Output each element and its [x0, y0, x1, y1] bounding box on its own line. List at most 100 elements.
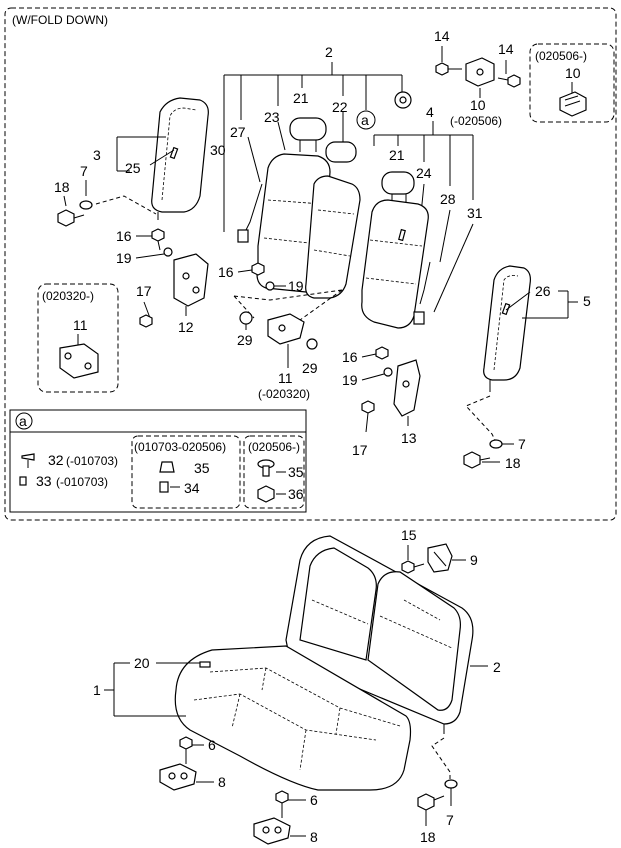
legend-item-34: 34	[159, 480, 200, 496]
callout-18-left: 18	[54, 179, 70, 195]
callout-19-mid: 19	[288, 278, 304, 294]
callout-25: 25	[125, 160, 141, 176]
legend-group-mid	[131, 435, 241, 509]
callout-26: 26	[535, 283, 551, 299]
legend-item-35-mid: 35	[159, 460, 210, 476]
bracket-10-b	[559, 82, 587, 117]
callout-9: 9	[470, 552, 478, 568]
callout-2-top: 2	[325, 44, 333, 60]
callout-7-bottom: 7	[446, 812, 454, 828]
bolt-17-left	[139, 301, 153, 328]
nut-19-mid	[265, 281, 275, 291]
grommet-top	[394, 91, 412, 109]
nut-19-right	[383, 367, 393, 377]
bolt-6-b	[275, 790, 289, 818]
legend-35-right-num: 35	[288, 464, 304, 480]
callout-27: 27	[230, 124, 246, 140]
rod-27	[245, 183, 263, 231]
bolt-17-right	[361, 400, 375, 433]
callout-18-right: 18	[505, 455, 521, 471]
callout-22: 22	[332, 99, 348, 115]
callout-12: 12	[178, 319, 194, 335]
callout-31: 31	[467, 205, 483, 221]
bushing-29-a	[239, 311, 253, 325]
ref-a-text: a	[361, 112, 369, 128]
bolt-14-b	[497, 74, 521, 88]
callout-19-right: 19	[342, 372, 358, 388]
callout-6-a: 6	[208, 737, 216, 753]
bolt-16-left	[151, 228, 165, 251]
callout-16-right: 16	[342, 349, 358, 365]
bracket-10-a	[465, 57, 495, 87]
seat-cushion-1	[174, 645, 412, 791]
callout-16-mid: 16	[218, 264, 234, 280]
legend-item-32: 32 (-010703)	[21, 452, 118, 468]
bolt-16-mid	[251, 262, 265, 276]
callout-14-a: 14	[434, 28, 450, 44]
headrest-21-b	[381, 171, 415, 204]
bolt-14-a	[435, 62, 462, 76]
legend-33-date: (-010703)	[56, 475, 108, 489]
bolt-18-bottom	[417, 793, 445, 811]
callout-10-b: 10	[565, 65, 581, 81]
bushing-29-b	[306, 338, 318, 350]
legend-a-circle	[15, 412, 33, 430]
callout-19-left: 19	[116, 250, 132, 266]
latch-11-mid	[267, 313, 305, 345]
legend-group-mid-title: (010703-020506)	[134, 440, 226, 454]
callout-11-mid: 11	[278, 370, 293, 386]
legend-35-mid-num: 35	[194, 460, 210, 476]
legend-33-num: 33	[36, 473, 52, 489]
callout-1: 1	[93, 682, 101, 698]
bolt-6-a	[179, 736, 193, 764]
bolt-16-right	[375, 346, 389, 360]
hinge-13	[393, 359, 421, 417]
bracket-31	[413, 311, 425, 325]
callout-17-right: 17	[352, 442, 368, 458]
callout-14-b: 14	[498, 41, 514, 57]
callout-6-b: 6	[310, 792, 318, 808]
callout-8-a: 8	[218, 774, 226, 790]
callout-7-right: 7	[518, 436, 526, 452]
inset-box-020506-title: (020506-)	[535, 49, 587, 63]
left-seatback-25	[151, 97, 209, 220]
bracket-30	[237, 229, 249, 243]
legend-item-33: 33 (-010703)	[19, 473, 108, 489]
callout-5: 5	[583, 293, 591, 309]
legend-36-num: 36	[288, 486, 304, 502]
callout-10-a-date: (-020506)	[450, 114, 502, 128]
callout-18-bottom: 18	[420, 829, 436, 845]
headrest-21-a	[289, 117, 327, 152]
armrest-cover-22	[325, 141, 357, 163]
washer-7-left	[79, 200, 93, 210]
legend-a-letter: a	[19, 413, 27, 429]
center-seatback-23	[256, 153, 361, 299]
bolt-18-right	[463, 451, 491, 469]
legend-group-right-title: (020506-)	[248, 440, 300, 454]
ref-a-circle	[356, 110, 376, 130]
callout-3: 3	[93, 147, 101, 163]
callout-11-mid-date: (-020320)	[258, 387, 310, 401]
rod-28	[419, 261, 431, 305]
callout-2-bottom: 2	[493, 659, 501, 675]
bolt-15	[401, 560, 425, 574]
callout-24: 24	[416, 165, 432, 181]
callout-16-left: 16	[116, 228, 132, 244]
legend-32-date: (-010703)	[66, 454, 118, 468]
callout-15: 15	[401, 527, 417, 543]
washer-7-right	[489, 439, 503, 449]
callout-8-b: 8	[310, 829, 318, 845]
callout-17-left: 17	[136, 283, 152, 299]
hinge-12	[173, 253, 209, 307]
bolt-18-left	[57, 209, 85, 227]
callout-29-a: 29	[237, 332, 253, 348]
callout-21-a: 21	[293, 90, 309, 106]
callout-13: 13	[401, 430, 417, 446]
callout-10-a: 10	[470, 97, 486, 113]
right-seatback-24	[361, 199, 429, 329]
far-right-seatback-26	[483, 265, 531, 392]
legend-item-36: 36	[257, 485, 304, 503]
latch-11-inset	[59, 334, 99, 379]
callout-4: 4	[426, 104, 434, 120]
